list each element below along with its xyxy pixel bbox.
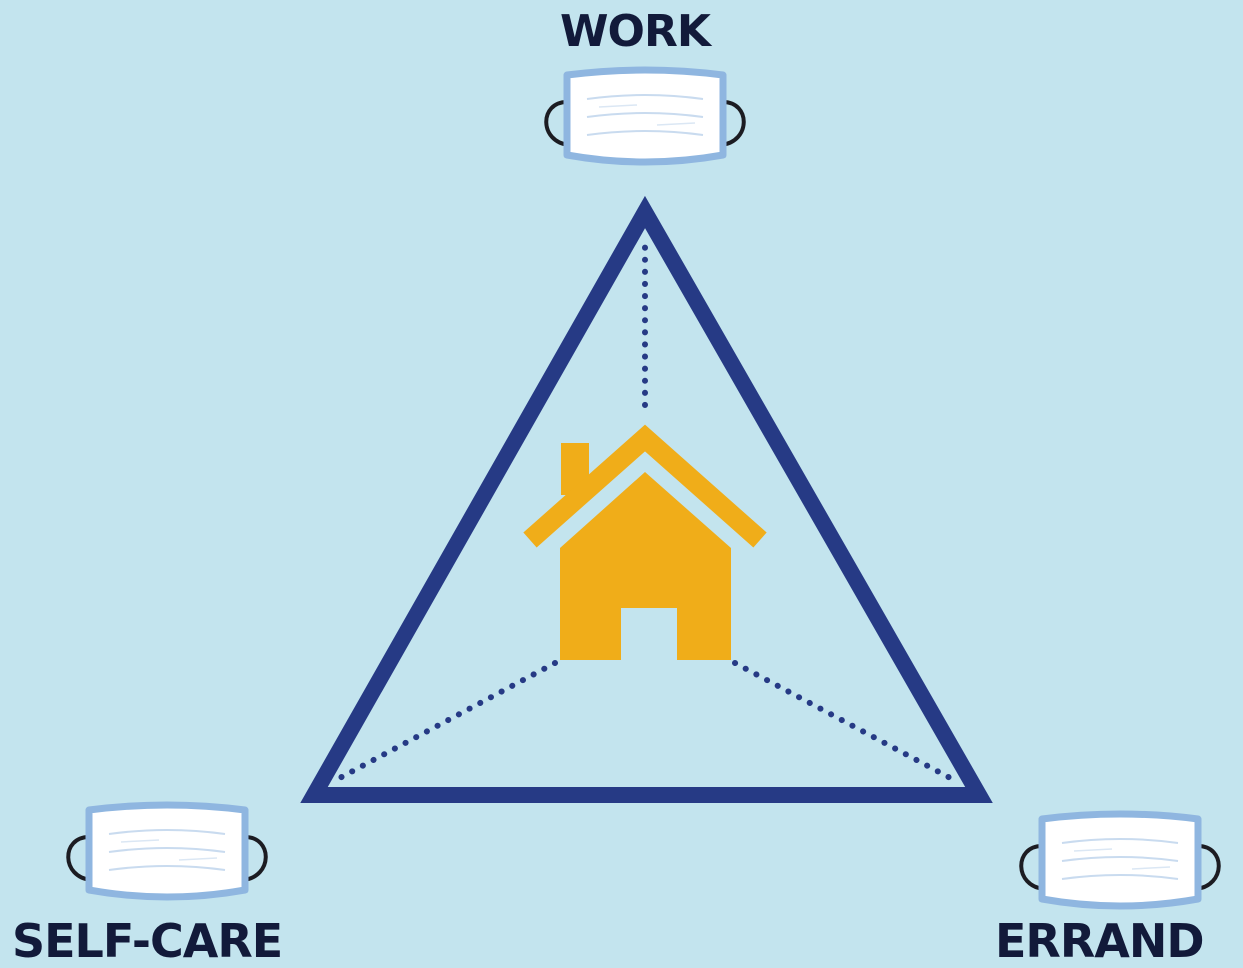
face-mask-icon [546,70,744,162]
connector-self-care [333,660,558,783]
face-mask-icon [1021,814,1219,906]
face-mask-icon [68,805,266,897]
triangle-outline [300,195,993,803]
work-label: WORK [560,6,711,57]
house-icon [523,424,767,660]
self-care-label: SELF-CARE [12,914,283,968]
connector-errand [732,660,957,783]
errand-label: ERRAND [995,914,1205,968]
